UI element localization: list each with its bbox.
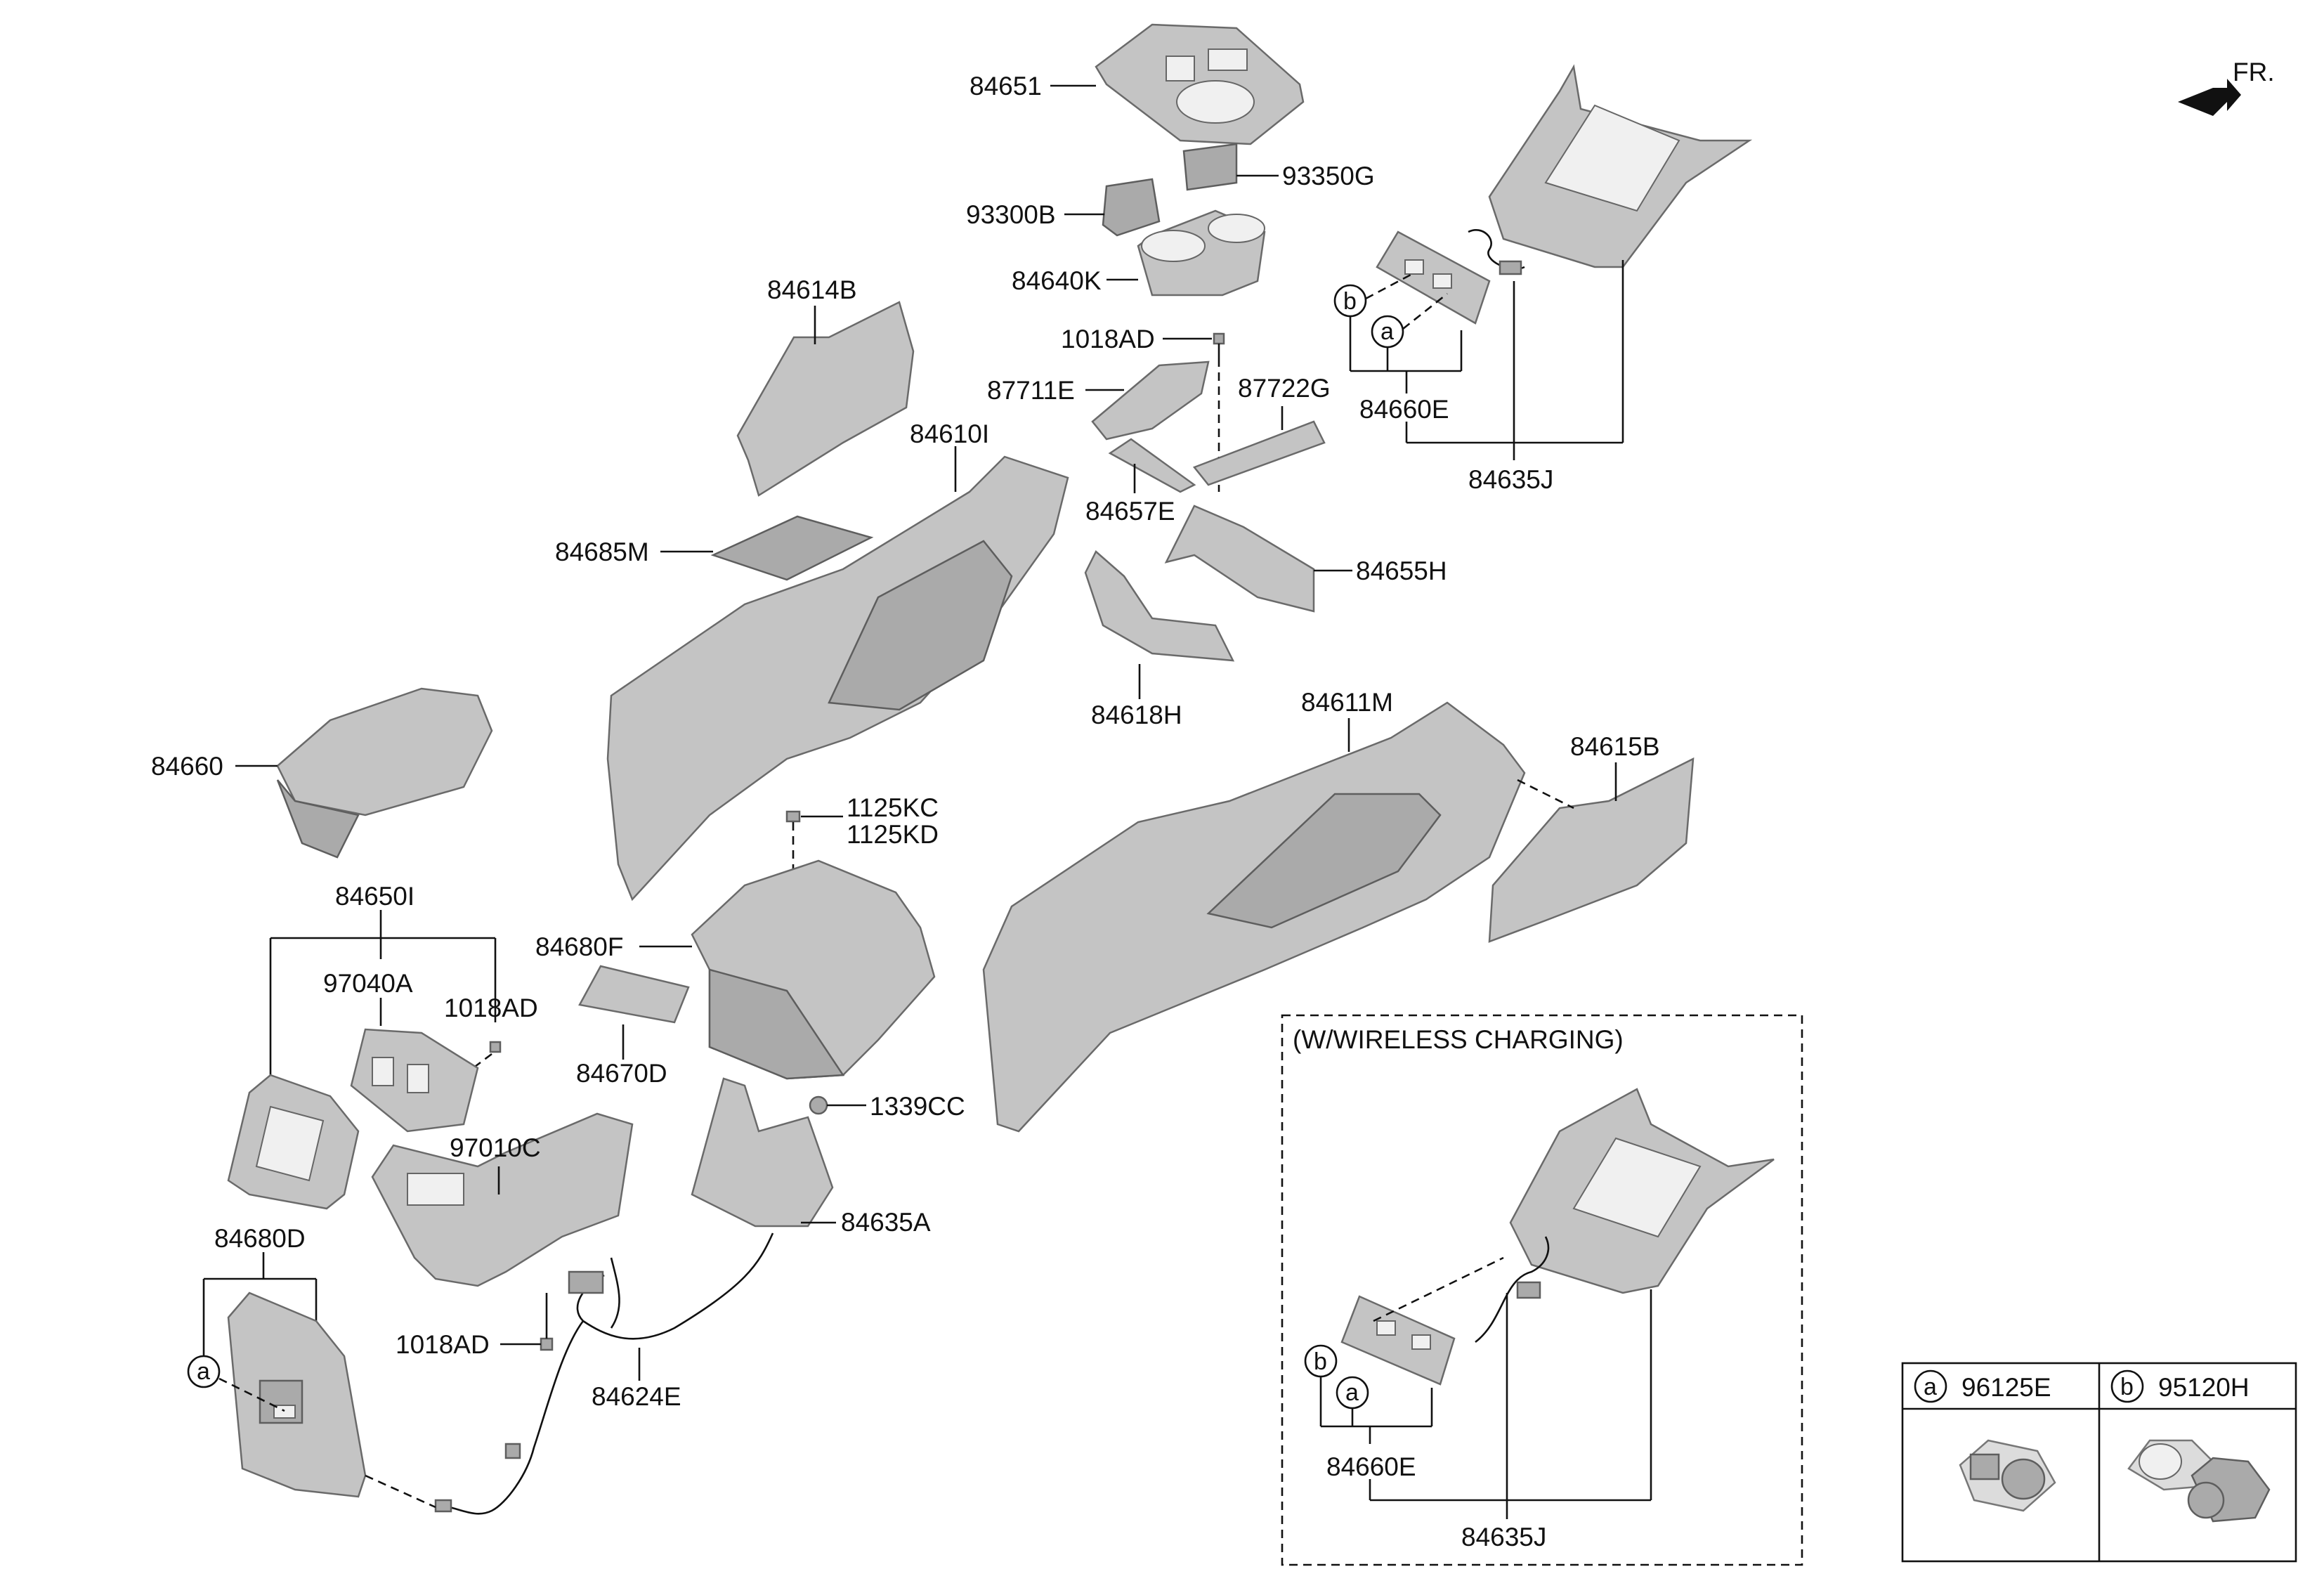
wire-harness-top-icon [1468,229,1525,275]
part-84680D-panel-shape [227,1291,367,1498]
label-84635J-top: 84635J [1468,465,1553,494]
label-87711E: 87711E [987,376,1075,405]
part-84680F-shape [691,859,936,1080]
legend-callout-a [1914,1369,1947,1403]
label-87722G: 87722G [1238,374,1331,403]
screw-1018AD-top-shape [1213,332,1225,358]
label-84635J-box: 84635J [1461,1523,1546,1551]
part-84635J-box-tray-shape [1509,1088,1775,1294]
part-84670D-shape [578,965,690,1024]
label-84624E: 84624E [592,1382,681,1411]
screw-1018AD-bot-shape [540,1293,554,1351]
part-84660E-box-plate-shape [1340,1295,1456,1386]
label-1339CC: 1339CC [870,1092,965,1121]
callout-a-84680D [187,1355,221,1388]
label-1125KC: 1125KC [847,793,939,822]
label-84680F: 84680F [535,932,624,961]
label-84651: 84651 [970,72,1042,100]
label-93350G: 93350G [1282,162,1375,190]
label-1018AD-mid: 1018AD [444,994,538,1022]
part-93350G-shape [1182,143,1238,191]
label-84650I: 84650I [335,882,414,911]
front-direction-arrow-icon [2178,79,2241,116]
legend-a-part: 96125E [1961,1373,2051,1402]
part-97040A-vent-shape [350,1028,479,1133]
label-93300B: 93300B [966,200,1056,229]
label-84614B: 84614B [767,275,857,304]
label-1018AD-bot: 1018AD [396,1330,490,1359]
label-84660E-top: 84660E [1359,395,1449,424]
label-84635A: 84635A [841,1208,931,1237]
usb-port-96125E-image [1959,1439,2056,1512]
part-84657E-shape [1108,438,1196,493]
wireless-charging-variant-box [1281,1014,1803,1566]
part-84651-shape [1095,23,1305,145]
label-84611M: 84611M [1301,688,1393,717]
clip-1339CC-shape [809,1095,828,1115]
label-1018AD-top: 1018AD [1061,325,1155,353]
part-84640K-shape [1137,209,1266,297]
label-84640K: 84640K [1012,266,1102,295]
part-97010C-duct-shape [371,1112,634,1287]
label-84680D: 84680D [214,1224,306,1253]
wire-harness-84624E-icon [434,1232,774,1515]
callout-b-top-letter: b [1343,288,1357,315]
part-84650I-bezel-shape [227,1074,360,1210]
label-84618H: 84618H [1091,701,1182,729]
callout-a-84680D-letter: a [197,1358,210,1385]
power-outlet-95120H-image [2127,1439,2271,1523]
label-84610I: 84610I [910,419,989,448]
legend-b-letter: b [2120,1374,2134,1400]
part-84635J-top-tray-shape [1488,64,1753,268]
wire-harness-box-icon [1475,1236,1550,1343]
part-84635A-shape [691,1077,834,1228]
part-84660E-top-plate-shape [1376,230,1491,325]
part-84610I-shape [606,455,1069,902]
label-1125KD: 1125KD [847,820,939,849]
legend-a-letter: a [1924,1374,1937,1400]
label-84660: 84660 [151,752,223,781]
bolt-1125KC-shape [785,810,801,823]
callout-b-box-letter: b [1314,1348,1327,1375]
label-97010C: 97010C [450,1133,541,1162]
part-84611M-shape [982,701,1526,1133]
front-direction-label: FR. [2233,58,2275,86]
screw-1018AD-mid-shape [489,1041,502,1053]
label-84615B: 84615B [1570,732,1660,761]
part-84615B-shape [1488,757,1695,943]
label-84657E: 84657E [1085,497,1175,526]
part-84685M-shape [710,515,874,581]
part-84655H-shape [1164,505,1315,613]
legend-b-part: 95120H [2158,1373,2250,1402]
callout-a-top-letter: a [1380,318,1394,345]
label-97040A: 97040A [323,969,413,998]
label-84655H: 84655H [1356,557,1447,585]
wireless-box-title: (W/WIRELESS CHARGING) [1293,1025,1624,1054]
part-84660-shape [276,687,493,859]
part-84618H-shape [1084,549,1235,662]
label-84670D: 84670D [576,1059,667,1088]
legend-callout-b [2110,1369,2144,1403]
part-87722G-shape [1192,420,1326,486]
part-87711E-shape [1091,360,1210,441]
callout-a-box-letter: a [1345,1379,1359,1406]
part-93300B-shape [1102,178,1161,237]
label-84685M: 84685M [555,538,649,566]
part-84614B-shape [736,301,915,497]
label-84660E-box: 84660E [1326,1452,1416,1481]
